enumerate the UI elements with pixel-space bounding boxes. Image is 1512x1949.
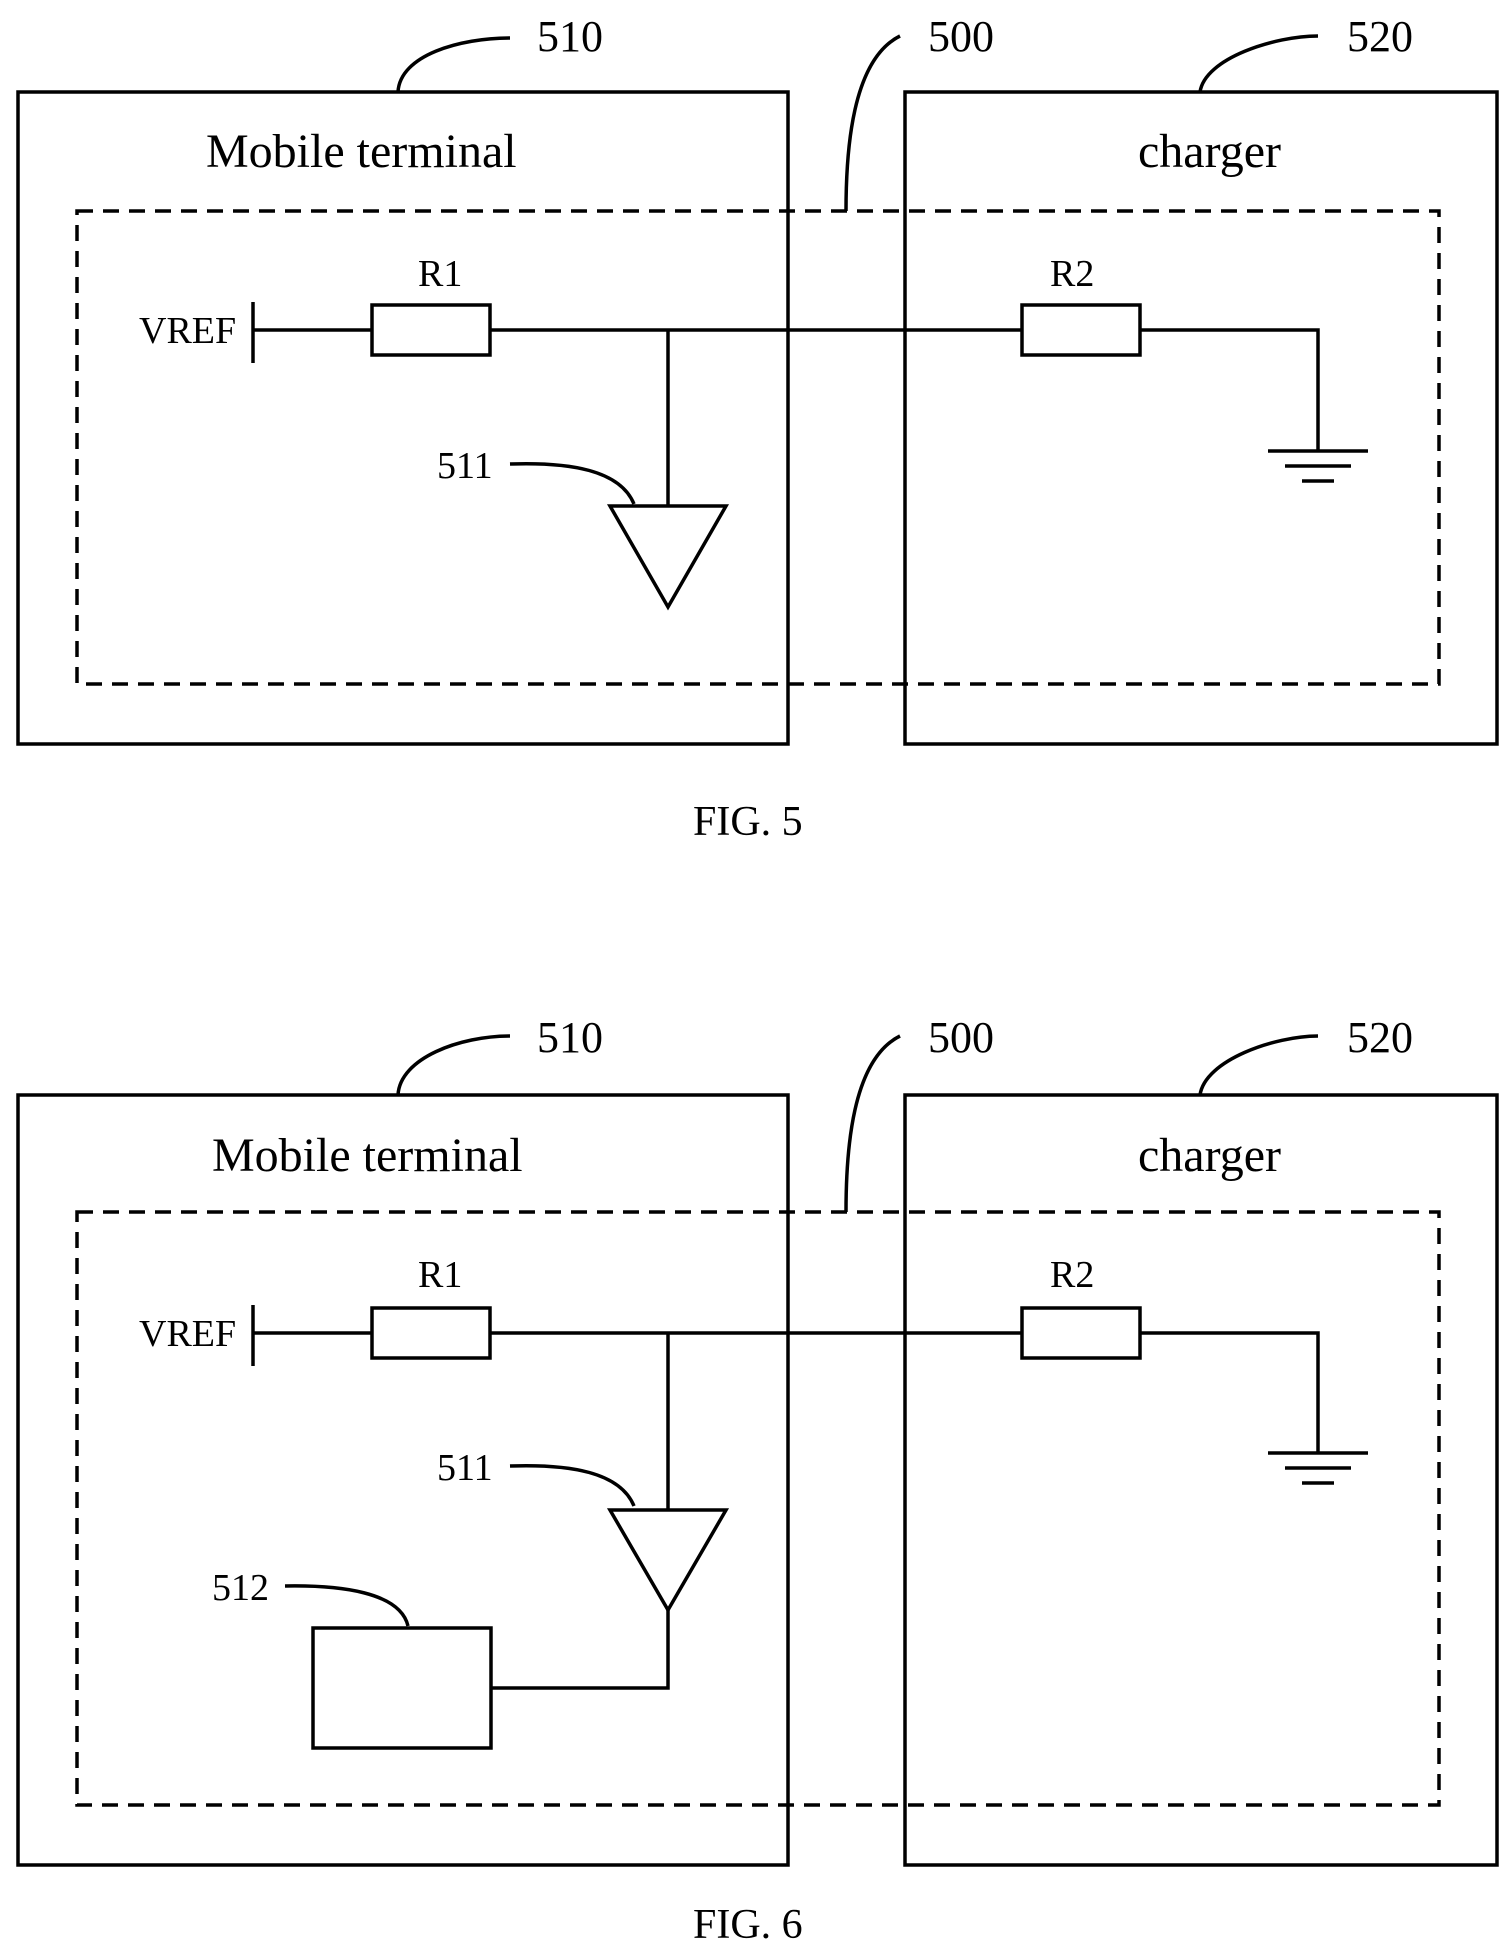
figure-caption: FIG. 5 [693,799,803,845]
r1-label: R1 [418,253,462,295]
leader-500 [846,36,900,211]
leader-510 [398,1036,510,1095]
ref-512: 512 [212,1567,269,1609]
ref-500: 500 [928,12,994,61]
ref-520: 520 [1347,1013,1413,1062]
ref-500: 500 [928,1013,994,1062]
figure-5: 510 500 520 Mobile terminal charger VREF… [18,12,1497,845]
charger-title: charger [1138,1129,1281,1182]
ref-520: 520 [1347,12,1413,61]
mobile-terminal-title: Mobile terminal [212,1129,523,1182]
figure-caption: FIG. 6 [693,1902,803,1948]
ref-511: 511 [437,1447,493,1489]
ref-510: 510 [537,1013,603,1062]
leader-510 [398,38,510,92]
figure-6: 510 500 520 Mobile terminal charger VREF… [18,1013,1497,1948]
leader-500 [846,1036,900,1212]
ref-511: 511 [437,445,493,487]
mobile-terminal-box [18,92,788,744]
ref-510: 510 [537,12,603,61]
mobile-terminal-title: Mobile terminal [206,125,517,178]
charger-title: charger [1138,125,1281,178]
r2-label: R2 [1050,1254,1094,1296]
r1-label: R1 [418,1254,462,1296]
vref-label: VREF [139,310,236,352]
charger-box [905,92,1497,744]
leader-520 [1200,1036,1318,1095]
vref-label: VREF [139,1313,236,1355]
leader-520 [1200,36,1318,92]
r2-label: R2 [1050,253,1094,295]
